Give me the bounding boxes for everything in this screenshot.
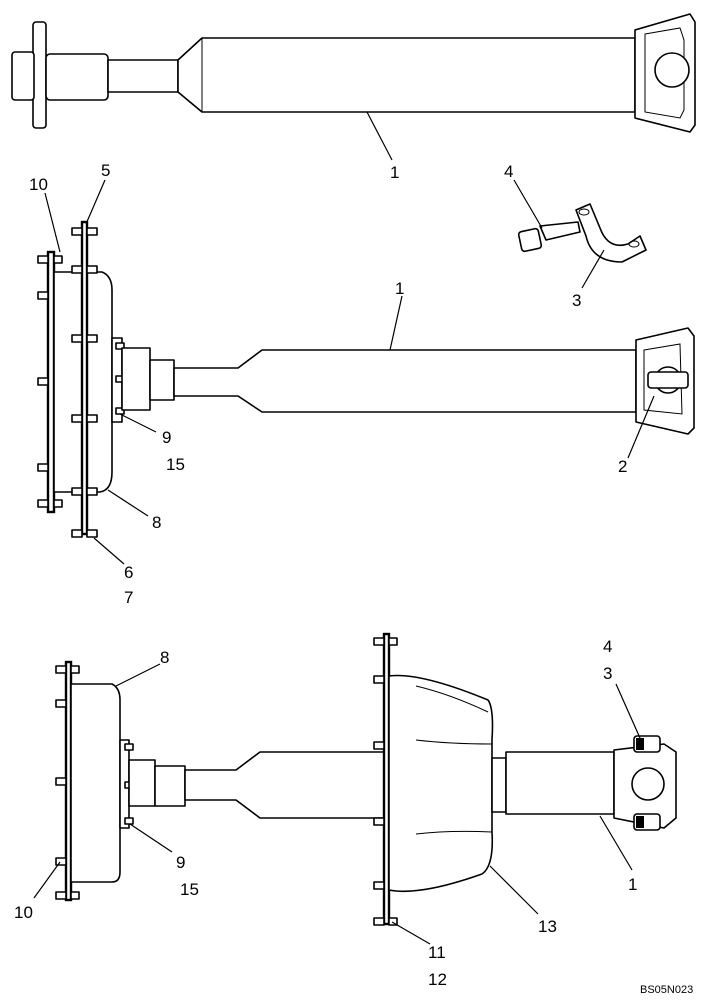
- bot-output-collar: [491, 757, 507, 813]
- bot-callout-10: 10: [14, 903, 33, 922]
- mid-callout-8: 8: [152, 513, 161, 532]
- drawing-code: BS05N023: [640, 984, 693, 996]
- mid-callout-6: 6: [124, 563, 133, 582]
- mid-callout-9: 9: [162, 428, 171, 447]
- mid-callout-2: 2: [618, 457, 627, 476]
- bot-stub-collar: [128, 759, 156, 807]
- bot-callout-12: 12: [428, 970, 447, 989]
- mid-tube: [173, 349, 637, 413]
- mid-callout-1: 1: [395, 279, 404, 298]
- top-callout-1: 1: [390, 163, 399, 182]
- bot-callout-4: 4: [603, 637, 612, 656]
- bottom-assembly: [55, 632, 677, 926]
- mid-inner-plate-bolts: [71, 227, 98, 538]
- mid-cross-spider: [647, 371, 689, 389]
- bot-callout-13: 13: [538, 917, 557, 936]
- clamp-strap: [575, 203, 647, 263]
- bolt-head: [517, 227, 543, 253]
- clamp-part-3: [575, 203, 647, 263]
- mid-callout-5: 5: [101, 161, 110, 180]
- bot-cross-bearing: [631, 767, 665, 801]
- mid-callout-3: 3: [572, 291, 581, 310]
- bot-tube: [184, 751, 386, 819]
- mid-stub: [149, 359, 175, 401]
- top-narrow-shaft: [107, 59, 179, 93]
- top-cross-bearing: [654, 52, 690, 88]
- middle-assembly: [37, 220, 695, 538]
- top-tube: [177, 37, 636, 113]
- bot-callout-1: 1: [628, 875, 637, 894]
- mid-inner-plate: [80, 220, 89, 536]
- top-drive-shaft: [11, 13, 696, 133]
- bot-stub: [154, 765, 186, 807]
- bot-left-housing: [70, 683, 121, 883]
- bolt-shank: [539, 221, 581, 241]
- mid-stub-collar: [121, 347, 151, 411]
- top-flange-hub: [11, 51, 35, 101]
- bot-callout-3: 3: [603, 664, 612, 683]
- top-flange-disc: [32, 21, 47, 129]
- mid-outer-plate: [46, 250, 56, 514]
- bot-callout-9: 9: [176, 853, 185, 872]
- bolt-part-4: [517, 221, 581, 253]
- mid-callout-15: 15: [166, 455, 185, 474]
- bot-bell-housing: [388, 674, 494, 893]
- bot-callout-15: 15: [180, 880, 199, 899]
- mid-callout-7: 7: [124, 588, 133, 607]
- bot-output-tube: [505, 751, 615, 815]
- mid-callout-4: 4: [504, 162, 513, 181]
- top-stub: [45, 53, 109, 101]
- bot-callout-11: 11: [428, 943, 446, 962]
- bot-callout-8: 8: [160, 648, 169, 667]
- mid-callout-10: 10: [29, 175, 48, 194]
